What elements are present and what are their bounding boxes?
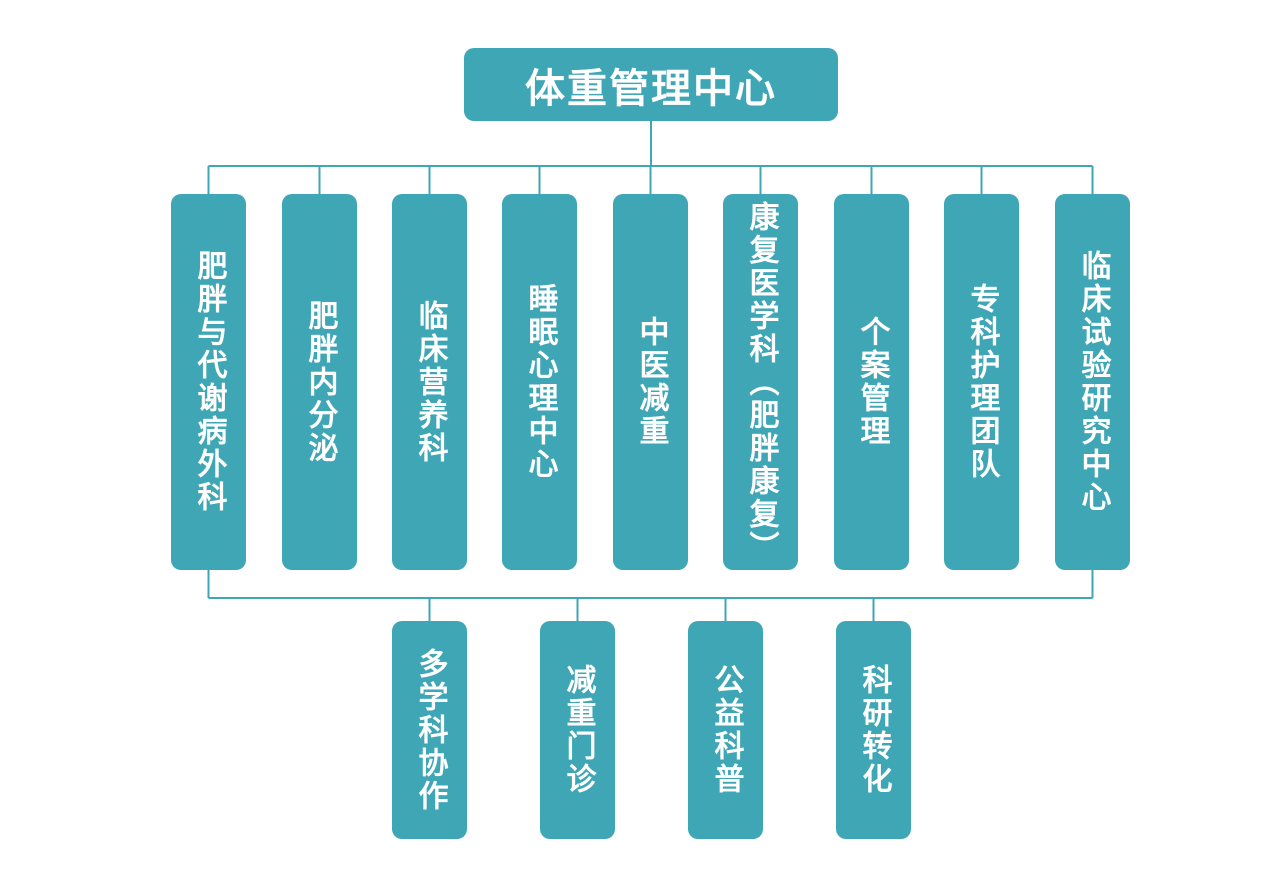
department-label: 个案管理 [854,316,890,448]
department-label: 专科护理团队 [964,283,1000,481]
root-node-label: 体重管理中心 [525,65,777,112]
service-node: 公益科普 [688,621,763,839]
department-label: 肥胖与代谢病外科 [191,250,227,514]
department-label: 康复医学科（肥胖康复） [743,200,779,564]
department-label: 睡眠心理中心 [522,283,558,481]
root-node-weight-management-center: 体重管理中心 [464,48,838,121]
service-label: 科研转化 [856,664,892,796]
department-node: 中医减重 [613,194,688,570]
department-label: 肥胖内分泌 [302,299,338,465]
department-node: 肥胖内分泌 [282,194,357,570]
department-label: 临床试验研究中心 [1075,250,1111,514]
service-label: 公益科普 [708,664,744,796]
service-node: 科研转化 [836,621,911,839]
department-node: 睡眠心理中心 [502,194,577,570]
department-node: 肥胖与代谢病外科 [171,194,246,570]
department-node: 康复医学科（肥胖康复） [723,194,798,570]
department-label: 中医减重 [633,316,669,448]
service-node: 多学科协作 [392,621,467,839]
service-node: 减重门诊 [540,621,615,839]
department-node: 专科护理团队 [944,194,1019,570]
department-label: 临床营养科 [412,299,448,465]
department-node: 临床试验研究中心 [1055,194,1130,570]
department-node: 临床营养科 [392,194,467,570]
service-label: 多学科协作 [412,647,448,813]
service-label: 减重门诊 [560,664,596,796]
department-node: 个案管理 [834,194,909,570]
